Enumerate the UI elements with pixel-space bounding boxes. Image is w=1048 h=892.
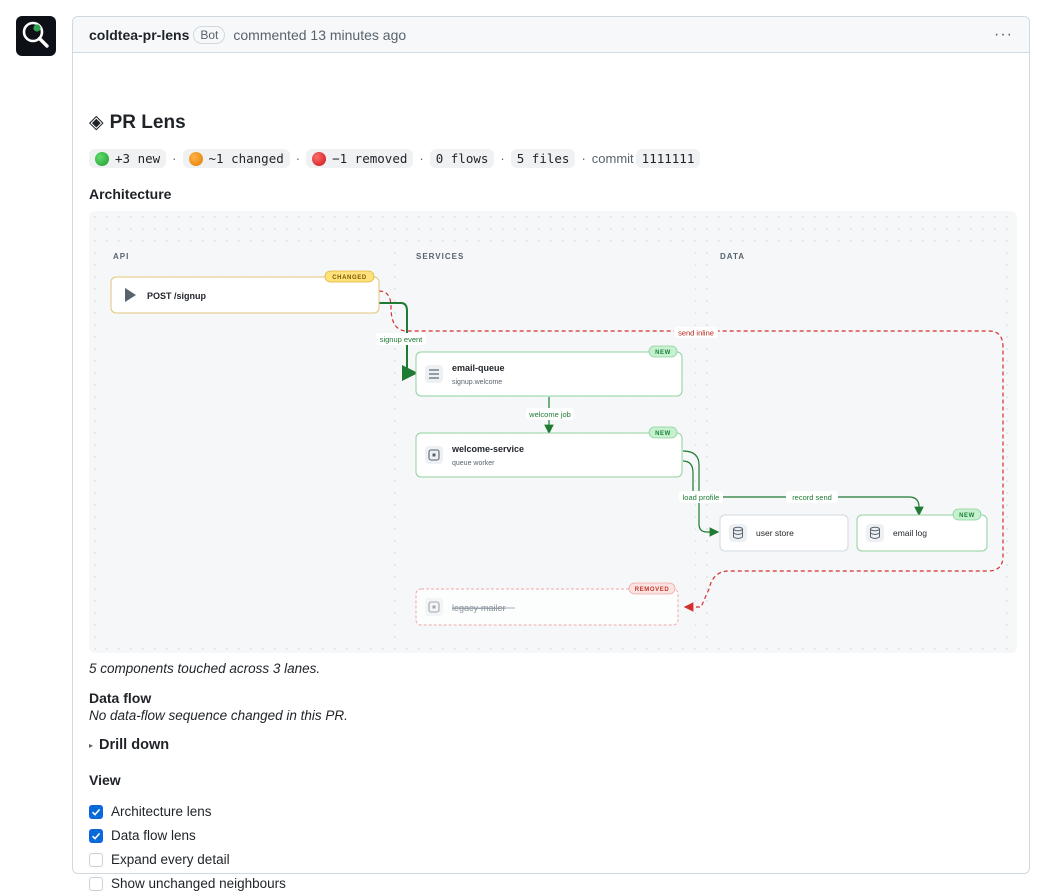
node-label: POST /signup xyxy=(147,291,207,301)
node-post-signup[interactable]: POST /signup CHANGED xyxy=(110,270,380,314)
checkbox-checked[interactable] xyxy=(89,804,103,819)
lane-data xyxy=(709,243,999,641)
separator: · xyxy=(500,151,505,166)
commit-label: commit xyxy=(591,151,634,166)
drill-down-toggle[interactable]: ▸ Drill down xyxy=(89,737,169,753)
edge-signup-event xyxy=(379,302,418,381)
removed-count-chip: −1 removed xyxy=(306,149,414,168)
edge-load-profile xyxy=(682,450,720,537)
node-label: email log xyxy=(893,528,927,538)
status-badge: NEW xyxy=(655,431,671,437)
option-data-flow-lens[interactable]: Data flow lens xyxy=(89,828,196,843)
node-legacy-mailer[interactable]: legacy-mailer REMOVED xyxy=(415,582,679,626)
node-label: welcome-service xyxy=(451,444,524,454)
comment-header: coldtea-pr-lens Bot commented 13 minutes… xyxy=(73,17,1029,53)
changed-count: ~1 changed xyxy=(208,151,284,166)
architecture-diagram: API SERVICES DATA signup event welcome j… xyxy=(89,211,1017,653)
orange-circle-icon xyxy=(188,151,203,166)
checkbox-checked[interactable] xyxy=(89,828,103,843)
service-icon xyxy=(428,601,440,613)
new-count-chip: +3 new xyxy=(89,149,167,168)
edge-send-inline xyxy=(378,290,1004,612)
option-expand-every-detail[interactable]: Expand every detail xyxy=(89,852,230,867)
separator: · xyxy=(419,151,424,166)
changed-count-chip: ~1 changed xyxy=(182,149,290,168)
red-circle-icon xyxy=(312,151,327,166)
drill-down-label: Drill down xyxy=(99,737,170,753)
edge-label-welcome-job: welcome job xyxy=(528,410,571,419)
node-user-store[interactable]: user store xyxy=(719,514,849,552)
architecture-svg: API SERVICES DATA signup event welcome j… xyxy=(101,243,1004,641)
flows-count-chip: 0 flows xyxy=(429,149,495,168)
option-label: Architecture lens xyxy=(111,804,212,819)
service-icon xyxy=(428,449,440,461)
edge-label-record-send: record send xyxy=(792,493,832,502)
triangle-right-icon: ▸ xyxy=(89,740,94,750)
files-count-chip: 5 files xyxy=(510,149,576,168)
comment-timestamp[interactable]: commented 13 minutes ago xyxy=(233,26,407,43)
node-welcome-service[interactable]: welcome-service queue worker NEW xyxy=(415,426,683,478)
checkbox-unchecked[interactable] xyxy=(89,876,103,891)
bot-badge: Bot xyxy=(193,25,226,44)
data-flow-text: No data-flow sequence changed in this PR… xyxy=(89,708,348,723)
lane-label-data: DATA xyxy=(720,252,745,261)
database-icon xyxy=(733,526,743,539)
queue-icon xyxy=(429,369,439,379)
edge-label-signup-event: signup event xyxy=(380,335,423,344)
kebab-menu-icon[interactable]: ··· xyxy=(994,25,1013,43)
option-label: Expand every detail xyxy=(111,852,230,867)
status-badge: CHANGED xyxy=(332,275,367,281)
lane-api xyxy=(101,243,389,641)
page-title: ◈ PR Lens xyxy=(89,111,186,134)
option-label: Data flow lens xyxy=(111,828,196,843)
node-label: email-queue xyxy=(452,363,505,373)
removed-count: −1 removed xyxy=(332,151,408,166)
node-label: user store xyxy=(756,528,794,538)
check-icon xyxy=(91,808,101,816)
option-show-unchanged-neighbours[interactable]: Show unchanged neighbours xyxy=(89,876,286,891)
architecture-summary: 5 components touched across 3 lanes. xyxy=(89,661,321,676)
architecture-heading: Architecture xyxy=(89,186,172,202)
status-badge: NEW xyxy=(959,513,975,519)
comment-card: coldtea-pr-lens Bot commented 13 minutes… xyxy=(72,16,1030,891)
database-icon xyxy=(870,526,880,539)
node-email-queue[interactable]: email-queue signup.welcome NEW xyxy=(415,345,683,397)
node-sublabel: queue worker xyxy=(452,460,495,467)
green-circle-icon xyxy=(95,151,109,166)
view-heading: View xyxy=(89,772,121,788)
node-sublabel: signup.welcome xyxy=(452,379,502,386)
status-badge: NEW xyxy=(655,350,671,356)
option-architecture-lens[interactable]: Architecture lens xyxy=(89,804,212,819)
magnifier-logo-icon xyxy=(22,21,49,48)
edge-label-send-inline: send inline xyxy=(678,329,714,338)
separator: · xyxy=(295,151,301,166)
new-count: +3 new xyxy=(115,151,161,166)
page-title-text: PR Lens xyxy=(109,111,186,133)
diamond-icon: ◈ xyxy=(89,112,104,133)
data-flow-heading: Data flow xyxy=(89,690,152,706)
comment-author[interactable]: coldtea-pr-lens xyxy=(89,26,190,43)
commit-hash[interactable]: 1111111 xyxy=(635,149,701,168)
separator: · xyxy=(581,151,586,166)
status-badge: REMOVED xyxy=(635,587,670,593)
separator: · xyxy=(172,151,177,166)
lane-label-services: SERVICES xyxy=(416,252,464,261)
play-icon xyxy=(125,288,136,302)
option-label: Show unchanged neighbours xyxy=(111,876,286,891)
check-icon xyxy=(91,832,101,840)
node-email-log[interactable]: email log NEW xyxy=(856,508,988,552)
checkbox-unchecked[interactable] xyxy=(89,852,103,867)
lane-label-api: API xyxy=(113,252,129,261)
summary-chips: +3 new · ~1 changed · −1 removed · 0 flo… xyxy=(89,149,701,168)
avatar[interactable] xyxy=(16,16,56,56)
edge-label-load-profile: load profile xyxy=(683,493,720,502)
